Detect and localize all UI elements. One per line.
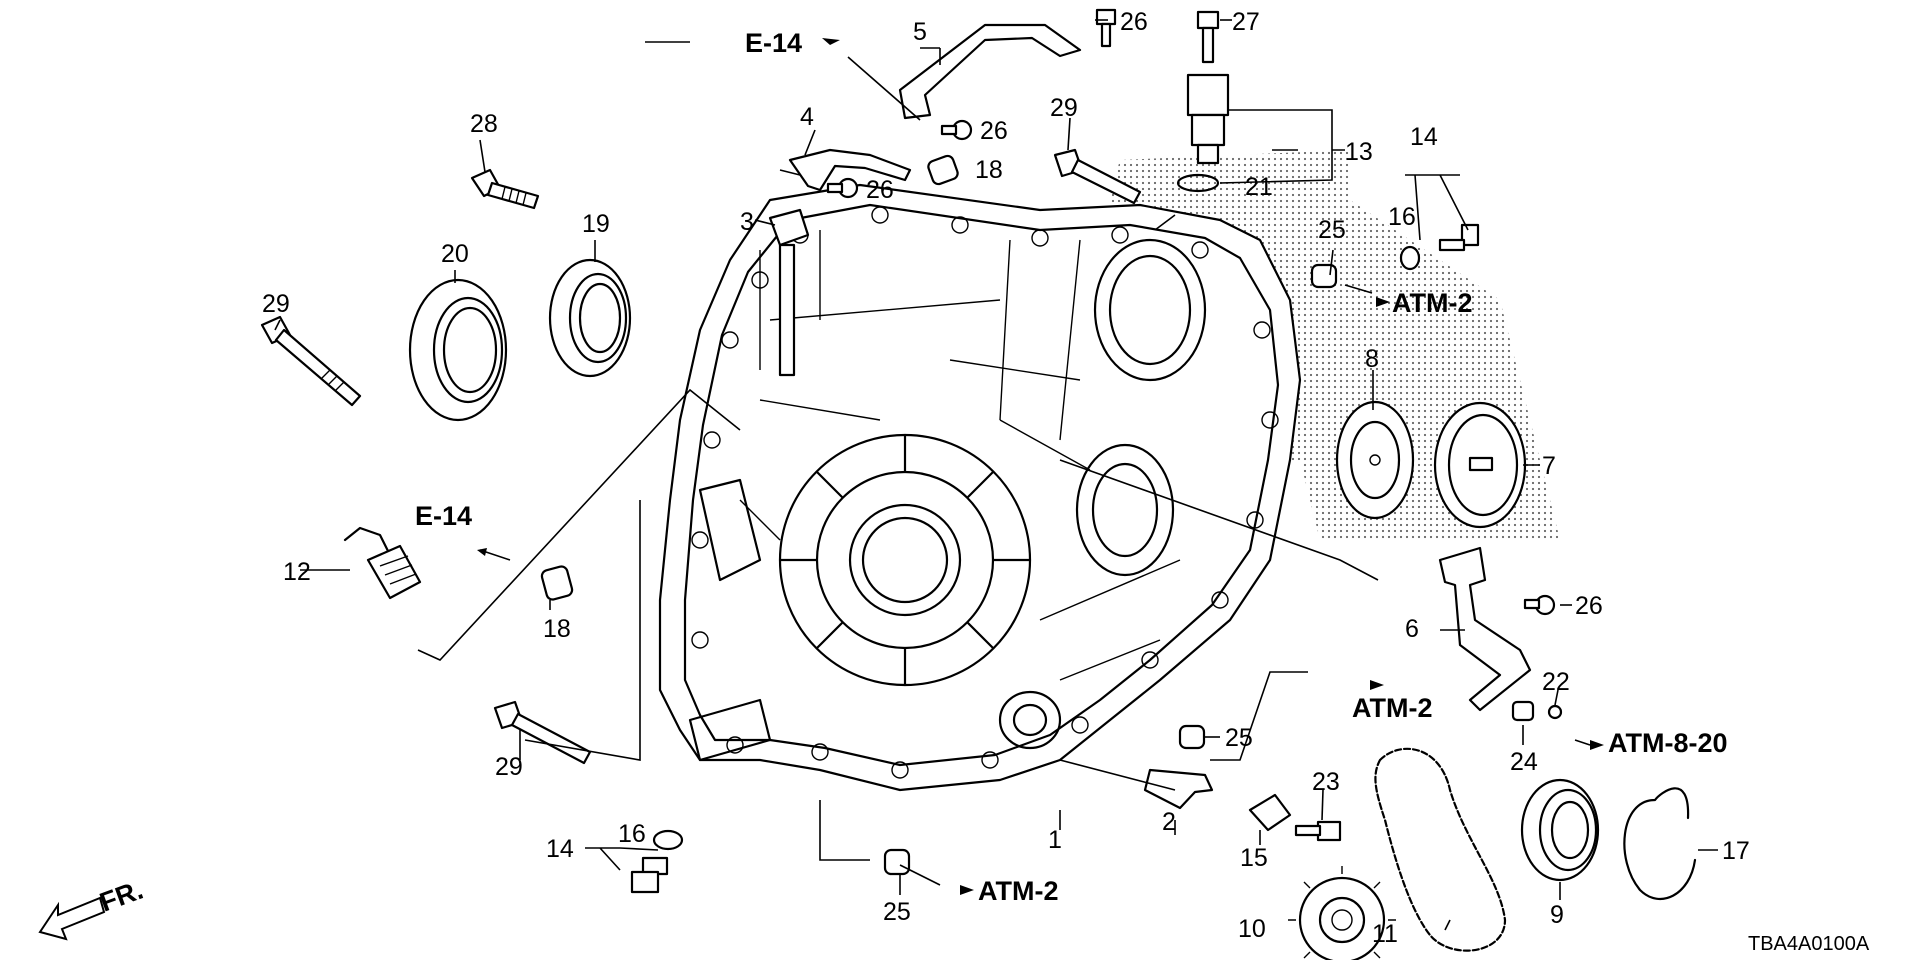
- part-labels: 1 2 3 4 5 6 7 8 9 10 11 12 13 14 14 15 1…: [262, 8, 1750, 948]
- part-18-dowel-left: [540, 565, 574, 601]
- part-14-plug-bottom: [630, 856, 669, 894]
- label-part-4: 4: [800, 103, 814, 131]
- part-18-dowel-top: [927, 154, 959, 186]
- part-25-dowel-mid: [1178, 724, 1206, 750]
- ref-atm2-mid: ATM-2: [1352, 693, 1433, 723]
- label-part-26-c: 26: [1575, 592, 1603, 620]
- part-11-chain: [1374, 747, 1507, 952]
- label-part-18-left: 18: [543, 615, 571, 643]
- leader-lines: [274, 19, 1718, 931]
- ref-atm2-right: ATM-2: [1392, 288, 1473, 318]
- part-6-bracket: [1438, 546, 1532, 712]
- part-3-pin: [768, 208, 810, 377]
- part-27-bolt: [1196, 10, 1220, 64]
- part-14-bolt-top: [1438, 223, 1480, 252]
- ref-labels: E-14 E-14 ATM-2 ATM-2 ATM-2 ATM-8-20: [415, 28, 1728, 906]
- label-part-7: 7: [1542, 452, 1556, 480]
- label-part-25-bottom: 25: [883, 898, 911, 926]
- label-part-9: 9: [1550, 901, 1564, 929]
- label-part-20: 20: [441, 240, 469, 268]
- part-29-bolt-bottom: [493, 700, 592, 765]
- part-16-washer-top: [1399, 245, 1421, 271]
- part-16-washer-bottom: [652, 829, 684, 851]
- part-8-guide: [1335, 400, 1415, 520]
- label-part-12: 12: [283, 558, 311, 586]
- label-part-1: 1: [1048, 826, 1062, 854]
- label-part-22: 22: [1542, 668, 1570, 696]
- part-23-bolt: [1294, 820, 1342, 842]
- label-part-24: 24: [1510, 748, 1538, 776]
- part-19-seal: [548, 258, 632, 378]
- label-part-28: 28: [470, 110, 498, 138]
- label-part-17: 17: [1722, 837, 1750, 865]
- part-9-bearing: [1520, 778, 1600, 882]
- label-part-29-top: 29: [1050, 94, 1078, 122]
- label-part-23: 23: [1312, 768, 1340, 796]
- part-22-clip: [1547, 704, 1563, 720]
- label-part-18-top: 18: [975, 156, 1003, 184]
- part-15-bracket: [1248, 793, 1292, 832]
- part-21-oring: [1176, 173, 1220, 193]
- part-26-bolt-c: [1523, 594, 1556, 616]
- front-marker-text: FR.: [96, 875, 147, 918]
- front-marker: FR.: [38, 875, 147, 941]
- label-part-21: 21: [1245, 173, 1273, 201]
- part-26-bolt-a: [940, 119, 973, 141]
- label-part-16-top: 16: [1388, 203, 1416, 231]
- label-part-3: 3: [740, 208, 754, 236]
- part-26-bolt-top: [1095, 8, 1117, 48]
- part-7-shim: [1433, 401, 1527, 529]
- label-part-25-top: 25: [1318, 216, 1346, 244]
- part-25-dowel-bottom: [883, 848, 911, 876]
- label-part-15: 15: [1240, 844, 1268, 872]
- part-25-dowel-top: [1310, 263, 1338, 289]
- part-20-seal: [408, 278, 508, 422]
- diagram-code: TBA4A0100A: [1748, 933, 1870, 955]
- part-29-bolt-left: [260, 315, 362, 407]
- label-part-26-a: 26: [980, 117, 1008, 145]
- part-2-plate: [1143, 768, 1214, 810]
- label-part-29-left: 29: [262, 290, 290, 318]
- label-part-14-bottom: 14: [546, 835, 574, 863]
- label-part-29-bottom: 29: [495, 753, 523, 781]
- transmission-housing: [658, 183, 1302, 792]
- part-28-bolt: [470, 168, 540, 210]
- label-part-19: 19: [582, 210, 610, 238]
- part-17-snapring: [1623, 787, 1697, 901]
- part-5-bracket: [898, 23, 1082, 120]
- ref-arrows: [477, 38, 1604, 895]
- ref-atm-8-20: ATM-8-20: [1608, 728, 1728, 758]
- label-part-11: 11: [1372, 920, 1398, 948]
- label-part-16-bottom: 16: [618, 820, 646, 848]
- part-26-bolt-b: [826, 177, 859, 199]
- label-part-10: 10: [1238, 915, 1266, 943]
- part-4-bracket: [788, 148, 912, 192]
- label-part-6: 6: [1405, 615, 1419, 643]
- label-part-13: 13: [1345, 138, 1373, 166]
- label-part-5: 5: [913, 18, 927, 46]
- part-29-bolt-top: [1053, 148, 1142, 205]
- label-part-26-b: 26: [866, 176, 894, 204]
- label-part-8: 8: [1365, 345, 1379, 373]
- ref-atm2-bottom: ATM-2: [978, 876, 1059, 906]
- label-part-14-top: 14: [1410, 123, 1438, 151]
- ref-e14-left: E-14: [415, 501, 472, 531]
- part-13-sensor: [1186, 73, 1230, 165]
- part-24-collar: [1511, 700, 1535, 722]
- part-10-sprocket: [1288, 866, 1396, 960]
- ref-e14-top: E-14: [745, 28, 802, 58]
- label-part-27: 27: [1232, 8, 1260, 36]
- label-part-26-top: 26: [1120, 8, 1148, 36]
- label-part-2: 2: [1162, 808, 1176, 836]
- label-part-25-mid: 25: [1225, 724, 1253, 752]
- part-12-breather: [343, 526, 422, 600]
